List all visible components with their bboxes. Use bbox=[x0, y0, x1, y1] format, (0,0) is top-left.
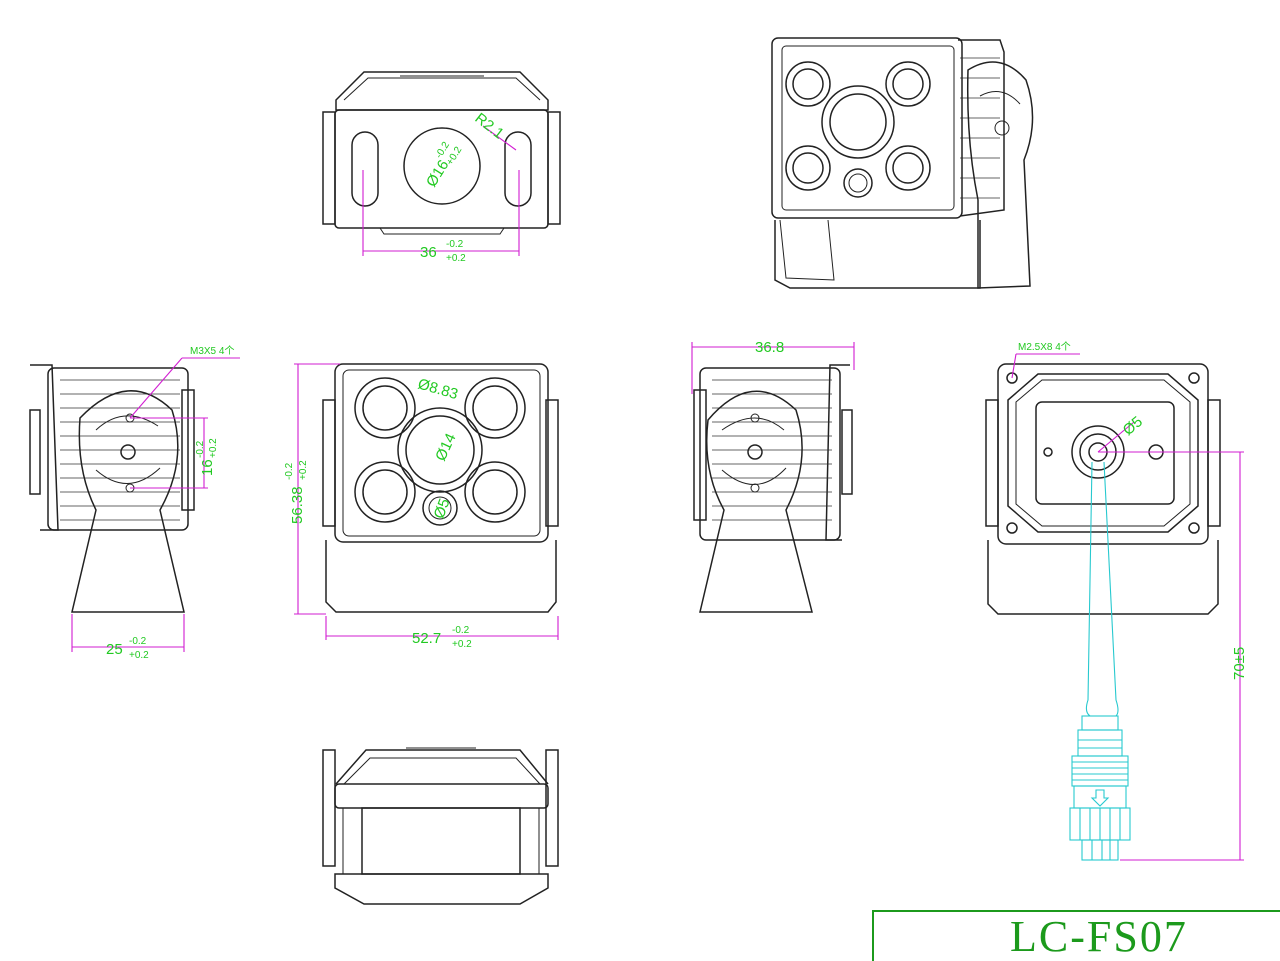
title-block: LC-FS07 bbox=[872, 910, 1280, 961]
isometric-view bbox=[771, 37, 1034, 289]
side-slot-label: 16 bbox=[199, 459, 216, 476]
top-width-label: 36 bbox=[420, 244, 437, 261]
right-side-view bbox=[693, 364, 853, 613]
top-view-dimensions: 36 -0.2 +0.2 Ø16 -0.2 +0.2 R2.1 bbox=[362, 110, 520, 264]
front-width-tol-upper: -0.2 bbox=[452, 625, 470, 636]
side-base-label: 25 bbox=[106, 641, 123, 658]
side-screw-note: M3X5 4个 bbox=[190, 345, 234, 357]
right-depth-label: 36.8 bbox=[755, 339, 784, 356]
left-side-view bbox=[29, 364, 195, 613]
left-side-dimensions: M3X5 4个 16 -0.2 +0.2 25 -0.2 +0.2 bbox=[71, 345, 240, 661]
front-width-label: 52.7 bbox=[412, 630, 441, 647]
right-side-dimensions: 36.8 bbox=[691, 339, 855, 394]
rear-screw-note: M2.5X8 4个 bbox=[1018, 341, 1071, 353]
front-height-tol-upper: -0.2 bbox=[284, 462, 295, 480]
top-radius-label: R2.1 bbox=[472, 110, 507, 143]
rear-view-dimensions: M2.5X8 4个 Ø5 70±5 bbox=[1011, 341, 1248, 861]
top-width-tol-lower: +0.2 bbox=[446, 253, 466, 264]
rear-view bbox=[985, 363, 1221, 861]
front-sensor-dia-label: Ø5 bbox=[431, 496, 454, 521]
side-base-tol-upper: -0.2 bbox=[129, 636, 147, 647]
side-slot-tol-upper: -0.2 bbox=[195, 440, 206, 458]
title-block-frame bbox=[872, 910, 1280, 961]
front-view bbox=[322, 363, 559, 613]
side-base-tol-lower: +0.2 bbox=[129, 650, 149, 661]
bottom-view bbox=[322, 747, 559, 905]
cable-length-label: 70±5 bbox=[1231, 647, 1248, 680]
top-view bbox=[322, 71, 561, 235]
front-height-tol-lower: +0.2 bbox=[298, 460, 309, 480]
side-slot-tol-lower: +0.2 bbox=[208, 438, 219, 458]
front-lens-dia-label: Ø14 bbox=[432, 431, 459, 464]
front-width-tol-lower: +0.2 bbox=[452, 639, 472, 650]
model-number: LC-FS07 bbox=[1010, 912, 1188, 961]
front-ir-dia-label: Ø8.83 bbox=[416, 376, 460, 404]
top-width-tol-upper: -0.2 bbox=[446, 239, 464, 250]
rear-cable-dia-label: Ø5 bbox=[1120, 413, 1146, 439]
front-height-label: 56.38 bbox=[289, 486, 306, 524]
